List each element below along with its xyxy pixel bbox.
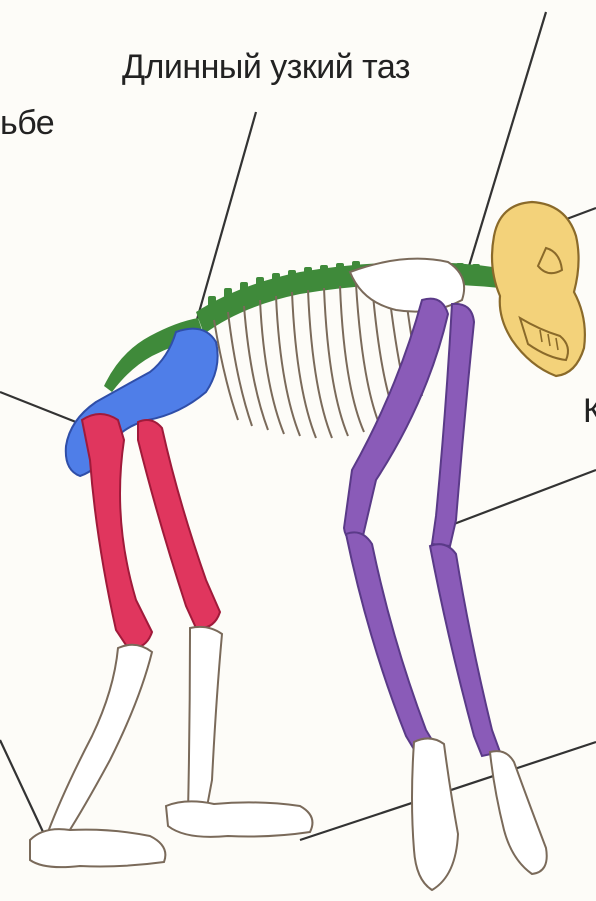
fore-radius-front <box>346 532 438 756</box>
label-partial-left: ьбе <box>0 104 54 143</box>
fore-hands <box>412 738 547 890</box>
hind-lower-legs <box>30 627 312 867</box>
hind-tibia-back <box>188 627 222 812</box>
skull <box>492 202 585 376</box>
hind-femur-back <box>138 420 220 628</box>
fore-hand-front <box>412 738 458 890</box>
hind-tibia-front <box>48 645 152 836</box>
label-partial-right: К <box>583 392 596 431</box>
shoulder-blade <box>350 259 464 312</box>
fore-limbs <box>344 299 500 756</box>
leader-line-hip <box>0 392 86 426</box>
label-pelvis: Длинный узкий таз <box>122 48 410 87</box>
fore-hand-back <box>490 751 547 874</box>
leader-line-foot <box>0 740 44 834</box>
hind-foot-back <box>166 801 312 836</box>
hind-foot-front <box>30 829 165 867</box>
leader-line-elbow <box>454 470 596 524</box>
hind-femurs <box>82 414 220 648</box>
fore-radius-back <box>430 544 500 756</box>
